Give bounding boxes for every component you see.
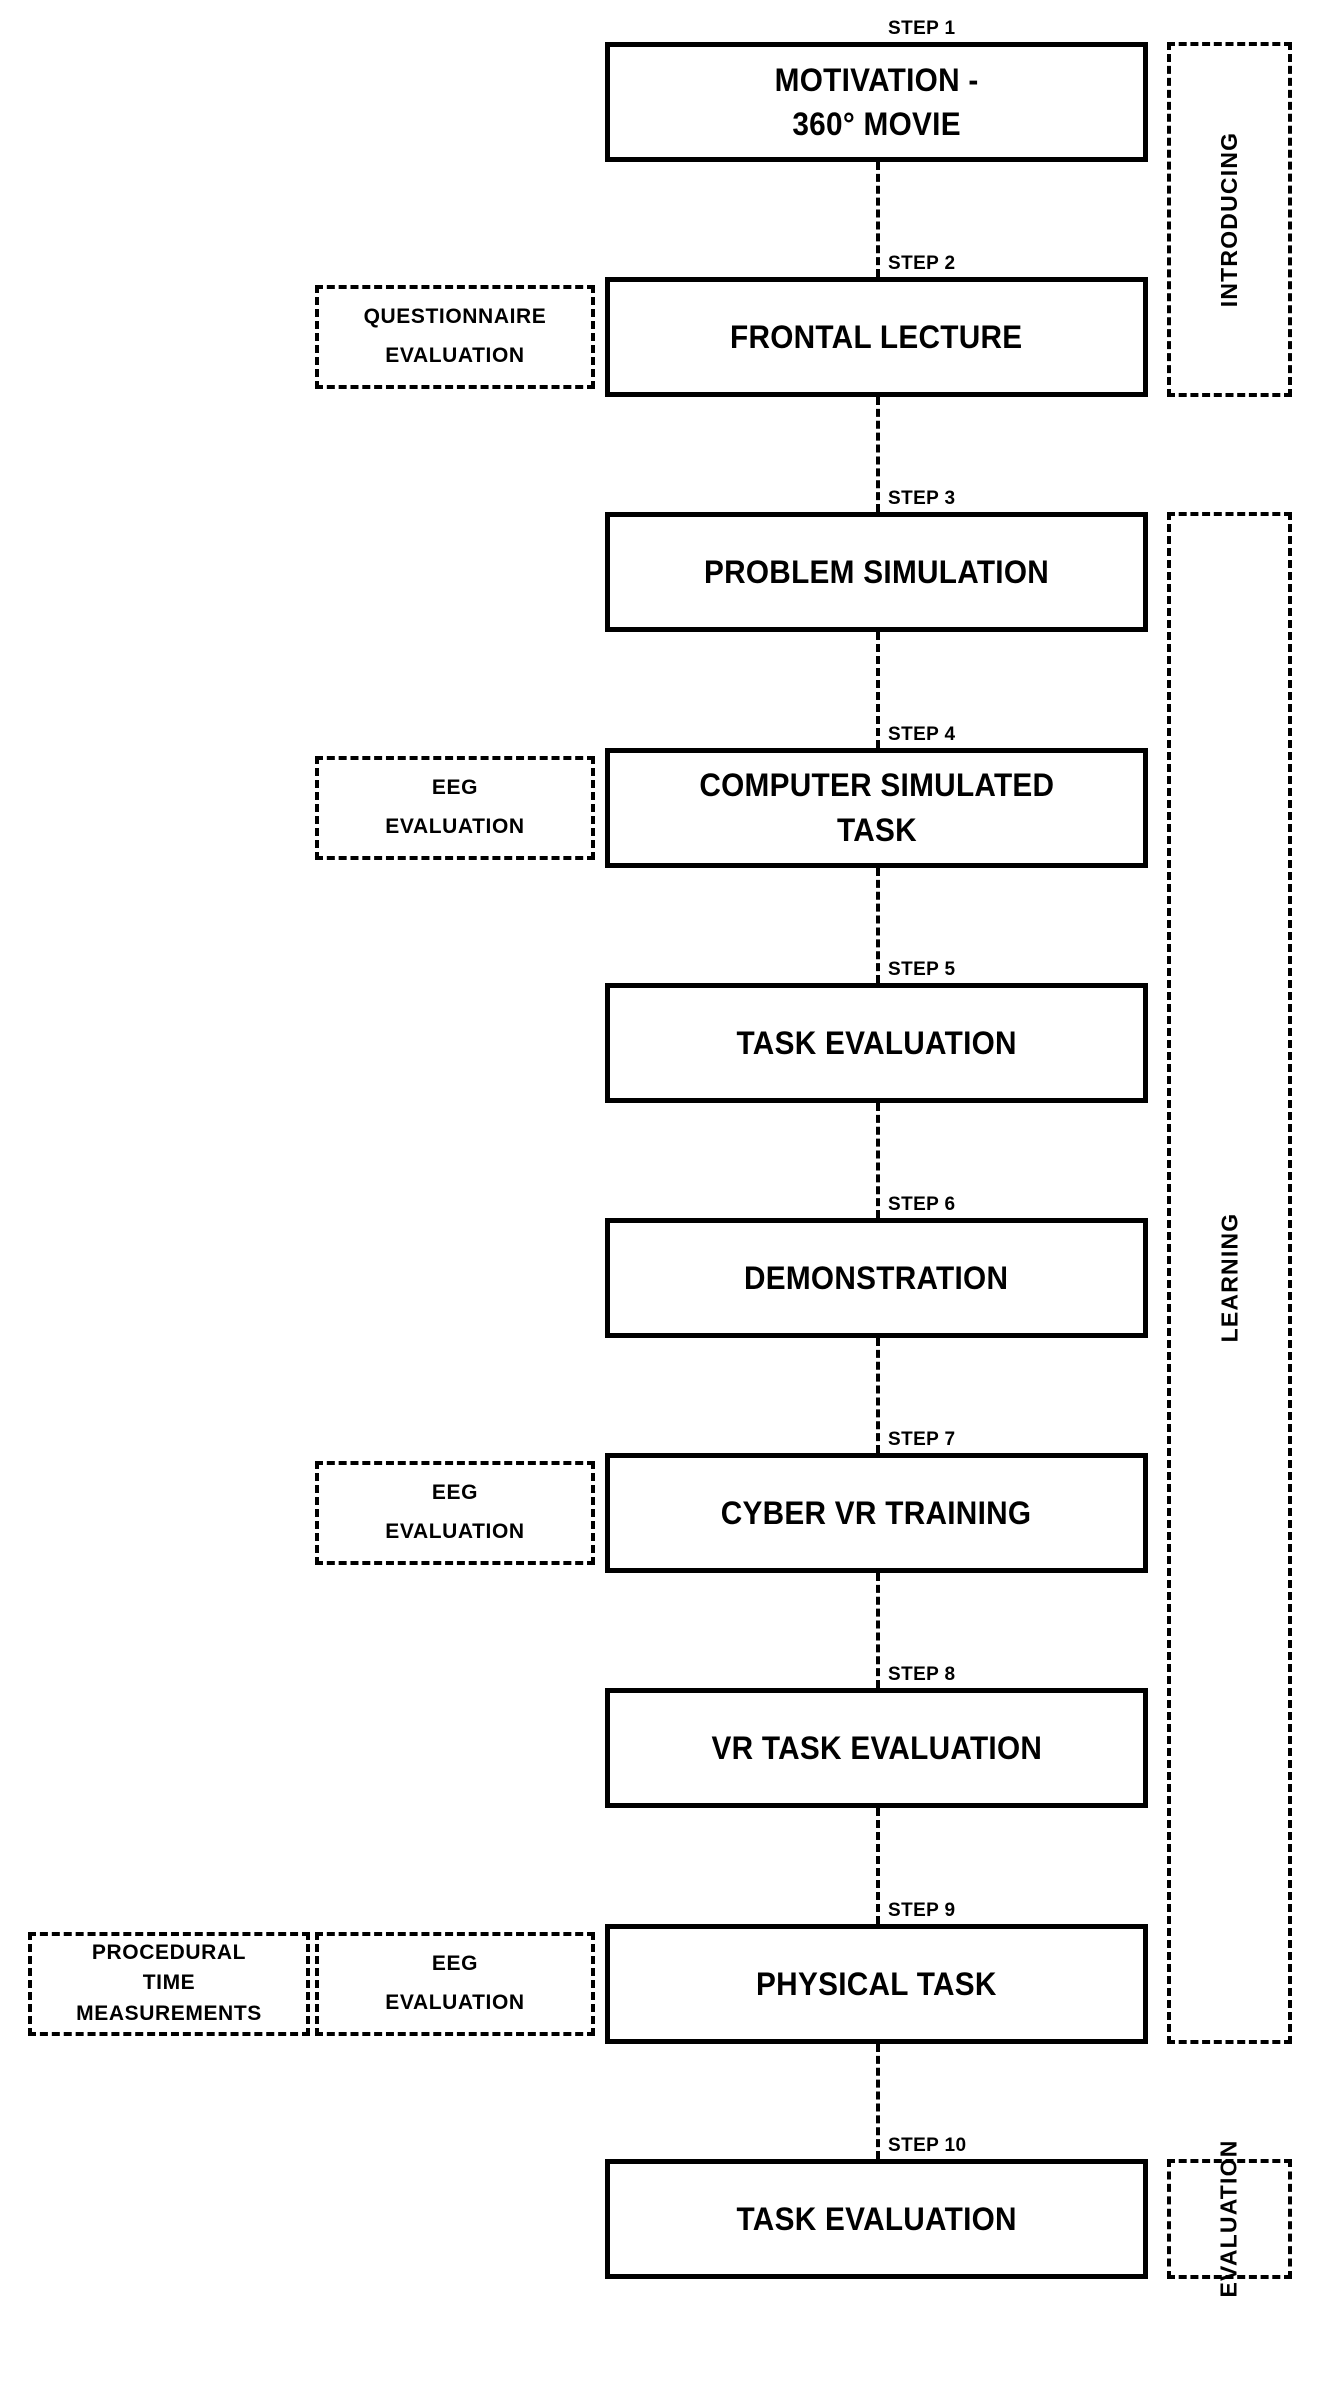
connector-step1-step2	[876, 162, 880, 278]
step-box-10[interactable]: TASK EVALUATION	[605, 2158, 1148, 2279]
evaluation-box-eeg-step7-line-2: EVALUATION	[385, 1520, 525, 1544]
evaluation-box-eeg-step7[interactable]: EEG EVALUATION	[315, 1461, 595, 1566]
step-box-4-line-2: TASK	[836, 811, 917, 848]
step-caption-4: STEP 4	[888, 723, 956, 745]
step-caption-7: STEP 7	[888, 1429, 956, 1451]
step-box-1-line-1: MOTIVATION -	[774, 61, 979, 98]
evaluation-box-eeg-step9-line-2: EVALUATION	[385, 1990, 525, 2014]
step-caption-8: STEP 8	[888, 1664, 956, 1686]
step-caption-1: STEP 1	[888, 18, 956, 39]
connector-step2-step3	[876, 397, 880, 513]
phase-label-introducing: INTRODUCING	[1216, 131, 1243, 308]
step-box-1[interactable]: MOTIVATION - 360° MOVIE	[605, 42, 1148, 162]
evaluation-box-eeg-step7-line-1: EEG	[431, 1481, 479, 1505]
phase-label-evaluation: EVALUATION	[1216, 2139, 1242, 2298]
step-box-5[interactable]: TASK EVALUATION	[605, 982, 1148, 1103]
evaluation-box-questionnaire-step2-line-1: QUESTIONNAIRE	[363, 305, 547, 329]
step-box-7-line-1: CYBER VR TRAINING	[721, 1495, 1032, 1532]
step-box-6[interactable]: DEMONSTRATION	[605, 1218, 1148, 1338]
step-box-2-line-1: FRONTAL LECTURE	[730, 319, 1023, 356]
evaluation-box-procedural-time-step9-line-1: PROCEDURAL	[91, 1940, 247, 1964]
evaluation-box-procedural-time-step9-line-2: TIME	[142, 1971, 196, 1995]
step-caption-6: STEP 6	[888, 1194, 956, 1215]
step-caption-5: STEP 5	[888, 958, 956, 980]
step-box-4-line-1: COMPUTER SIMULATED	[699, 767, 1054, 804]
connector-step6-step7	[876, 1338, 880, 1454]
phase-group-learning: LEARNING	[1167, 512, 1292, 2044]
connector-step4-step5	[876, 867, 880, 983]
evaluation-box-eeg-step4[interactable]: EEG EVALUATION	[315, 755, 595, 860]
step-box-8[interactable]: VR TASK EVALUATION	[605, 1688, 1148, 1809]
connector-step8-step9	[876, 1808, 880, 1924]
connector-step7-step8	[876, 1573, 880, 1689]
step-box-9-line-1: PHYSICAL TASK	[756, 1965, 997, 2002]
phase-group-evaluation: EVALUATION	[1167, 2140, 1292, 2298]
connector-step9-step10	[876, 2043, 880, 2159]
evaluation-box-eeg-step4-line-2: EVALUATION	[385, 814, 525, 838]
step-box-3-line-1: PROBLEM SIMULATION	[703, 554, 1050, 591]
step-box-1-line-2: 360° MOVIE	[792, 106, 961, 142]
step-box-3[interactable]: PROBLEM SIMULATION	[605, 512, 1148, 633]
step-box-2[interactable]: FRONTAL LECTURE	[605, 277, 1148, 398]
step-box-7[interactable]: CYBER VR TRAINING	[605, 1453, 1148, 1574]
evaluation-box-eeg-step4-line-1: EEG	[431, 775, 479, 799]
step-caption-3: STEP 3	[888, 488, 956, 510]
connector-step5-step6	[876, 1102, 880, 1218]
phase-label-learning: LEARNING	[1216, 1213, 1242, 1343]
step-box-6-line-1: DEMONSTRATION	[744, 1259, 1009, 1296]
evaluation-box-questionnaire-step2[interactable]: QUESTIONNAIRE EVALUATION	[315, 285, 595, 390]
evaluation-box-eeg-step9-line-1: EEG	[431, 1951, 479, 1975]
connector-step3-step4	[876, 632, 880, 748]
step-box-8-line-1: VR TASK EVALUATION	[711, 1730, 1042, 1767]
evaluation-box-questionnaire-step2-line-2: EVALUATION	[385, 344, 525, 368]
step-caption-10: STEP 10	[888, 2134, 967, 2156]
evaluation-box-procedural-time-step9-line-3: MEASUREMENTS	[76, 2001, 262, 2025]
step-box-10-line-1: TASK EVALUATION	[736, 2200, 1017, 2237]
evaluation-box-procedural-time-step9[interactable]: PROCEDURAL TIME MEASUREMENTS	[28, 1931, 310, 2036]
step-box-5-line-1: TASK EVALUATION	[736, 1024, 1017, 1061]
step-caption-9: STEP 9	[888, 1899, 956, 1921]
phase-group-introducing: INTRODUCING	[1167, 42, 1292, 398]
step-box-9[interactable]: PHYSICAL TASK	[605, 1923, 1148, 2044]
evaluation-box-eeg-step9[interactable]: EEG EVALUATION	[315, 1931, 595, 2036]
step-caption-2: STEP 2	[888, 253, 956, 275]
step-box-4[interactable]: COMPUTER SIMULATED TASK	[605, 747, 1148, 868]
